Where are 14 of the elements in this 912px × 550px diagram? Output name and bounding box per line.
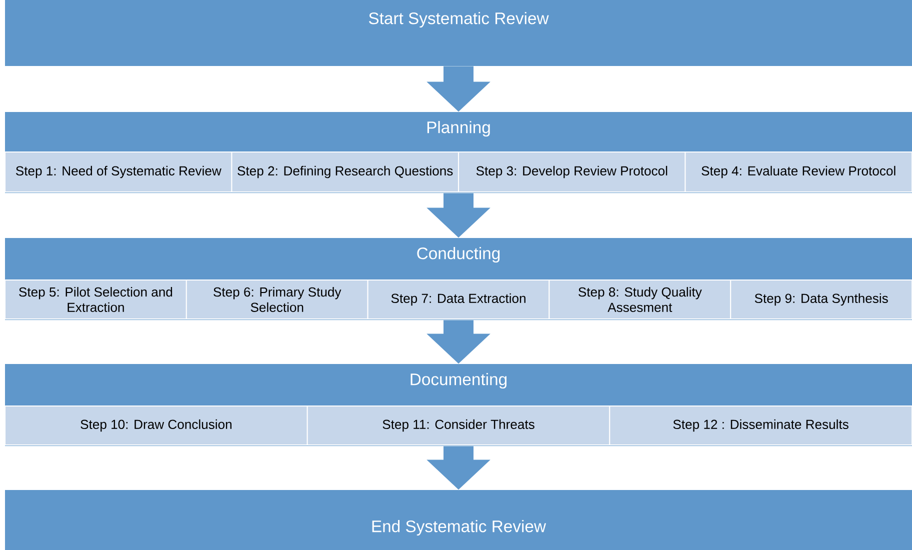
step-box: Step 4: Evaluate Review Protocol: [684, 152, 912, 192]
step-box: Step 3: Develop Review Protocol: [458, 152, 686, 192]
step-box: Step 2: Defining Research Questions: [231, 152, 459, 192]
step-box: Step 11: Consider Threats: [306, 406, 610, 446]
step-box: Step 9: Data Synthesis: [730, 280, 912, 320]
step-box: Step 1: Need of Systematic Review: [4, 152, 232, 192]
step-box: Step 6: Primary Study Selection: [186, 280, 368, 320]
stage-band: Start Systematic Review: [5, 0, 912, 66]
step-box: Step 10: Draw Conclusion: [4, 406, 308, 446]
step-box: Step 5: Pilot Selection and Extraction: [4, 280, 187, 320]
step-box: Step 7: Data Extraction: [367, 280, 550, 320]
step-box: Step 8: Study Quality Assesment: [548, 280, 732, 320]
stage-band: End Systematic Review: [5, 490, 912, 550]
step-box: Step 12 : Disseminate Results: [609, 406, 912, 446]
